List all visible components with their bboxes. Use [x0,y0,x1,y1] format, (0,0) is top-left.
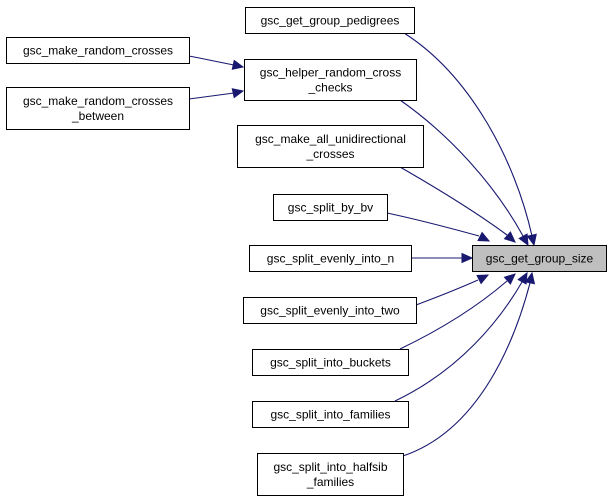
edge-line [188,55,235,66]
node-box [273,194,388,221]
node-make-all-unidirectional-crosses[interactable]: gsc_make_all_unidirectional_crosses [237,125,424,168]
arrowhead-icon [517,271,528,285]
node-split-into-halfsib-families[interactable]: gsc_split_into_halfsib_families [257,453,404,496]
node-label: gsc_get_group_size [486,252,594,266]
edge-split-into-families-to-get-group-size [394,271,528,402]
node-get-group-size[interactable]: gsc_get_group_size [472,245,607,272]
node-box [252,349,409,376]
arrowhead-icon [526,233,537,247]
node-make-random-crosses-between[interactable]: gsc_make_random_crosses_between [6,87,190,130]
node-make-random-crosses[interactable]: gsc_make_random_crosses [6,37,190,64]
edge-split-evenly-into-two-to-get-group-size [415,274,490,306]
node-box [472,245,607,272]
edge-split-into-buckets-to-get-group-size [399,273,516,350]
node-helper-random-cross-checks[interactable]: gsc_helper_random_cross_checks [244,59,417,101]
arrowhead-icon [231,59,245,70]
arrowhead-icon [477,231,491,242]
node-get-group-pedigrees[interactable]: gsc_get_group_pedigrees [245,7,415,34]
node-label: _families [306,475,354,489]
arrowhead-icon [524,271,536,285]
node-box [6,37,190,64]
arrowhead-icon [518,233,529,247]
node-label: gsc_split_by_bv [288,201,373,215]
node-box [237,125,424,168]
edge-split-evenly-into-n-to-get-group-size [411,252,474,264]
node-label: _checks [307,81,352,95]
node-label: _crosses [305,147,354,161]
node-box [249,245,412,272]
edge-line [399,99,524,237]
edge-split-into-halfsib-families-to-get-group-size [402,271,536,457]
arrowhead-icon [503,231,516,243]
node-label: gsc_split_into_families [270,408,390,422]
node-label: gsc_split_into_halfsib [273,460,387,474]
edge-line [394,281,523,402]
node-label: gsc_split_evenly_into_two [260,304,400,318]
node-layer: gsc_get_group_pedigrees gsc_make_random_c… [6,7,607,496]
edge-line [386,212,480,237]
node-label: gsc_make_random_crosses [23,44,173,58]
node-box [6,87,190,130]
node-label: gsc_make_all_unidirectional [255,132,406,146]
node-split-into-buckets[interactable]: gsc_split_into_buckets [252,349,409,376]
node-box [245,7,415,34]
edge-helper-random-cross-checks-to-get-group-size [399,99,529,247]
node-box [257,453,404,496]
edge-line [403,32,533,237]
edge-line [415,279,479,306]
node-split-evenly-into-two[interactable]: gsc_split_evenly_into_two [243,297,417,324]
node-label: gsc_split_evenly_into_n [267,252,394,266]
edge-line [399,166,508,236]
edge-line [399,280,508,350]
edge-make-random-crosses-between-to-helper-random-cross-checks [188,88,245,100]
arrowhead-icon [503,273,516,285]
arrowhead-icon [231,88,245,99]
node-split-into-families[interactable]: gsc_split_into_families [252,401,409,428]
edge-make-random-crosses-to-helper-random-cross-checks [188,55,245,70]
node-box [244,59,417,101]
node-label: gsc_make_random_crosses [23,94,173,108]
edge-make-all-unidirectional-crosses-to-get-group-size [399,166,516,243]
edge-layer [188,32,537,457]
node-label: _between [71,109,124,123]
edge-line [402,282,531,457]
edge-split-by-bv-to-get-group-size [386,212,491,242]
node-box [243,297,417,324]
node-label: gsc_split_into_buckets [270,356,391,370]
edge-get-group-pedigrees-to-get-group-size [403,32,537,247]
node-box [252,401,409,428]
node-label: gsc_get_group_pedigrees [261,14,400,28]
node-split-evenly-into-n[interactable]: gsc_split_evenly_into_n [249,245,412,272]
arrowhead-icon [476,274,490,285]
node-split-by-bv[interactable]: gsc_split_by_bv [273,194,388,221]
arrowhead-icon [461,252,474,264]
node-label: gsc_helper_random_cross [260,66,401,80]
edge-line [188,92,235,100]
